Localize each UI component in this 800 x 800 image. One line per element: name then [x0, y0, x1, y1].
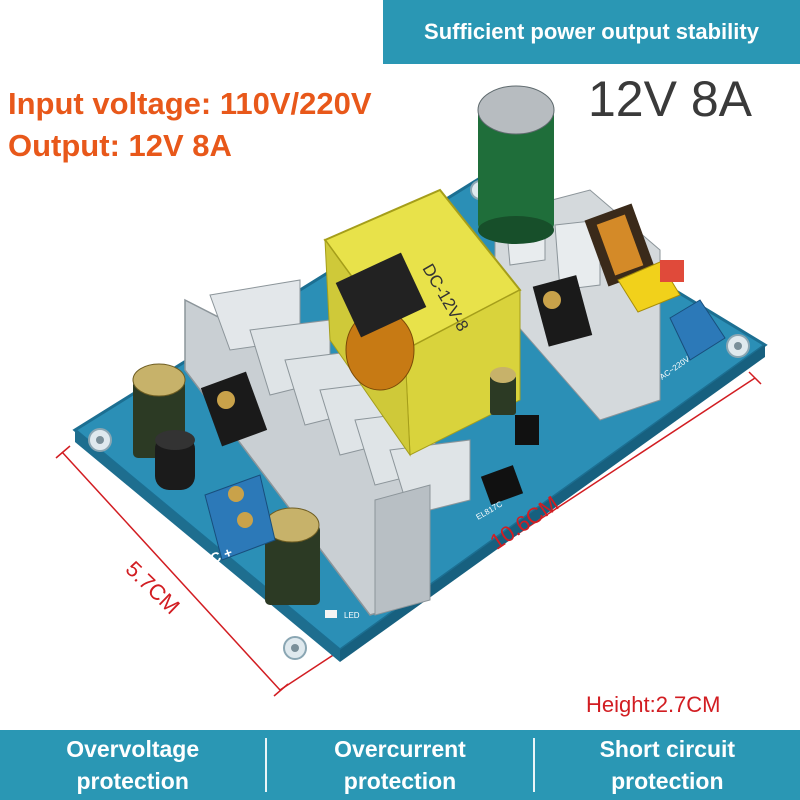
spec-title: 12V 8A [588, 71, 753, 127]
output-spec: Output: 12V 8A [8, 128, 232, 163]
input-voltage-spec: Input voltage: 110V/220V [8, 86, 372, 121]
feature-line1: Overcurrent [334, 736, 466, 762]
height-dimension: Height:2.7CM [586, 692, 721, 717]
banner-text: Sufficient power output stability [424, 19, 759, 44]
status-led [325, 610, 337, 618]
feature-line1: Overvoltage [66, 736, 200, 762]
optocoupler [480, 465, 524, 505]
divider [532, 738, 535, 792]
svg-text:LED: LED [344, 611, 360, 620]
inductor [155, 435, 195, 490]
feature-line2: protection [611, 768, 724, 794]
top-banner: Sufficient power output stability [383, 0, 800, 64]
feature-line1: Short circuit [599, 736, 736, 762]
divider [265, 738, 268, 792]
feature-line2: protection [343, 768, 457, 794]
feature-short-circuit: Short circuit protection [535, 730, 800, 800]
control-chip [515, 415, 539, 445]
capacitor-small [490, 367, 516, 415]
choke [584, 203, 656, 287]
feature-overcurrent: Overcurrent protection [267, 730, 532, 800]
capacitor-large [477, 85, 555, 244]
fuse [660, 260, 684, 282]
feature-line2: protection [76, 768, 189, 794]
feature-overvoltage: Overvoltage protection [0, 730, 265, 800]
feature-footer: Overvoltage protection Overcurrent prote… [0, 730, 800, 800]
capacitor-output [264, 507, 320, 605]
